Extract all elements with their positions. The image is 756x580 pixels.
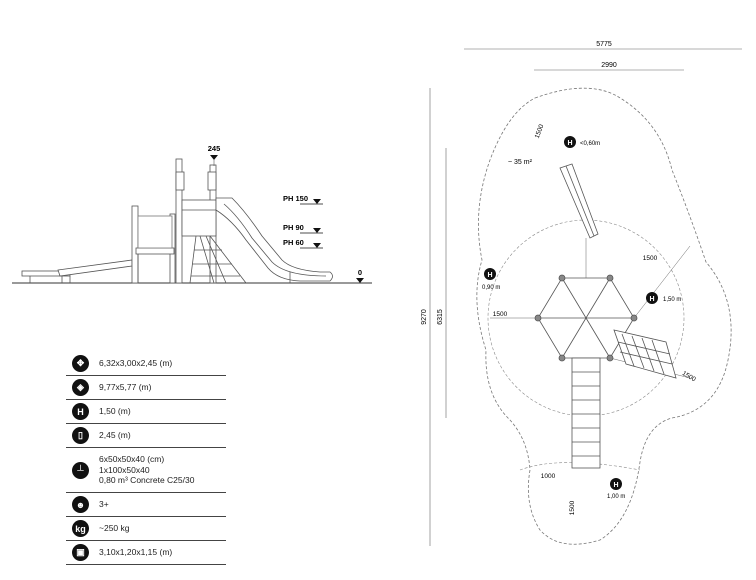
spec-row-fall-height: H 1,50 (m): [66, 400, 226, 424]
spec-row-safety-area: ◈ 9,77x5,77 (m): [66, 376, 226, 400]
distance-label-slide: 1500: [534, 123, 546, 139]
top-height-label: 245: [208, 144, 221, 153]
spec-row-overall-dimensions: ✥ 6,32x3,00x2,45 (m): [66, 352, 226, 376]
ground-level-label: 0: [358, 268, 362, 277]
spec-row-max-height: ▯ 2,45 (m): [66, 424, 226, 448]
plan-equipment: [490, 163, 691, 469]
platform-label-90: PH 90: [283, 223, 304, 232]
elevation-view: [12, 158, 372, 284]
spec-row-weight: kg ~250 kg: [66, 517, 226, 541]
safety-area-outline: [476, 87, 732, 545]
fall-height-badge-1: H <0,60m: [564, 136, 600, 148]
packaging-icon: ▣: [72, 544, 89, 561]
svg-text:H: H: [487, 272, 492, 279]
fall-height-badge-text: 0,90 m: [482, 285, 500, 291]
platform-label-60: PH 60: [283, 238, 304, 247]
fall-height-badge-2: H 0,90 m: [482, 268, 500, 291]
spec-value: ~250 kg: [99, 523, 130, 534]
age-icon: ☻: [72, 496, 89, 513]
fall-height-badge-4: H 1,00 m: [607, 478, 625, 500]
spec-value: 2,45 (m): [99, 430, 131, 441]
distance-label-east: 1500: [681, 370, 697, 383]
spec-row-packaging: ▣ 3,10x1,20x1,15 (m): [66, 541, 226, 565]
fall-height-badge-text: <0,60m: [580, 141, 600, 147]
spec-value: 6x50x50x40 (cm) 1x100x50x40 0,80 m³ Conc…: [99, 454, 195, 486]
svg-text:H: H: [649, 296, 654, 303]
inner-width-dim: 2990: [601, 62, 617, 69]
distance-label-ne: 1500: [643, 255, 658, 262]
area-label: ~ 35 m²: [508, 159, 533, 166]
fall-height-badge-text: 1,00 m: [607, 494, 625, 500]
spec-value: 9,77x5,77 (m): [99, 382, 152, 393]
platform-label-150: PH 150: [283, 194, 308, 203]
svg-text:H: H: [567, 140, 572, 147]
fall-height-badge-text: 1,50 m: [663, 297, 681, 303]
overall-width-dim: 5775: [596, 41, 612, 48]
spec-value: 1,50 (m): [99, 406, 131, 417]
inner-length-dim: 6315: [437, 309, 444, 325]
spec-value: 3+: [99, 499, 109, 510]
safety-area-icon: ◈: [72, 379, 89, 396]
svg-text:H: H: [613, 482, 618, 489]
spec-table: ✥ 6,32x3,00x2,45 (m) ◈ 9,77x5,77 (m) H 1…: [66, 352, 226, 565]
weight-icon: kg: [72, 520, 89, 537]
foundation-icon: ┴: [72, 461, 89, 479]
max-height-icon: ▯: [72, 427, 89, 444]
fall-height-icon: H: [72, 403, 89, 420]
plan-view: 5775 2990 9270 6315: [421, 41, 742, 546]
fall-height-badge-3: H 1,50 m: [646, 292, 681, 304]
elevation-height-markers: 245 PH 150 PH 90 PH 60 0: [208, 144, 364, 283]
overall-length-dim: 9270: [421, 309, 428, 325]
spec-value: 3,10x1,20x1,15 (m): [99, 547, 173, 558]
spec-row-foundation: ┴ 6x50x50x40 (cm) 1x100x50x40 0,80 m³ Co…: [66, 448, 226, 493]
distance-label-south: 1500: [569, 500, 576, 515]
small-dim-label: 1000: [541, 473, 556, 480]
overall-dimensions-icon: ✥: [72, 355, 89, 372]
distance-label-west: 1500: [493, 311, 508, 318]
spec-value: 6,32x3,00x2,45 (m): [99, 358, 173, 369]
spec-row-age: ☻ 3+: [66, 493, 226, 517]
